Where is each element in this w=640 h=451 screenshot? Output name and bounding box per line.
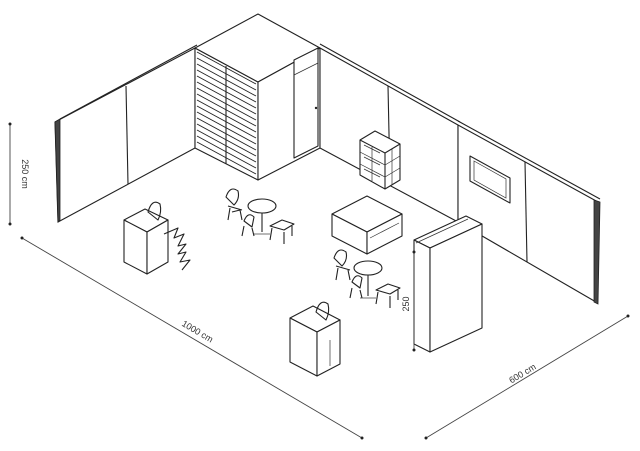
chair xyxy=(241,214,255,237)
low-table xyxy=(331,195,403,255)
cube-shelf xyxy=(359,130,401,190)
wall-screen xyxy=(469,155,511,204)
dimension-height-left: 250 cm xyxy=(8,122,30,226)
dimension-label-length: 1000 cm xyxy=(180,318,215,344)
counter-right xyxy=(289,301,341,377)
chair xyxy=(269,219,295,244)
partition-panel xyxy=(413,215,483,353)
chair xyxy=(349,275,363,299)
dimension-partition-height: 250 xyxy=(401,250,416,352)
left-back-wall xyxy=(54,44,198,223)
right-back-wall xyxy=(319,43,461,223)
slatted-cabin xyxy=(194,13,321,181)
stool xyxy=(147,201,162,221)
chair xyxy=(333,249,351,281)
right-side-wall xyxy=(457,120,601,305)
stool xyxy=(315,301,330,321)
chair xyxy=(375,283,401,308)
chair xyxy=(225,188,243,221)
table-group-upper xyxy=(225,188,295,244)
dimension-label-partition: 250 xyxy=(401,296,411,311)
slatted-panel xyxy=(196,51,257,175)
dimension-label-height: 250 cm xyxy=(20,159,30,189)
table-group-lower xyxy=(333,249,401,308)
counter-left xyxy=(123,201,191,275)
